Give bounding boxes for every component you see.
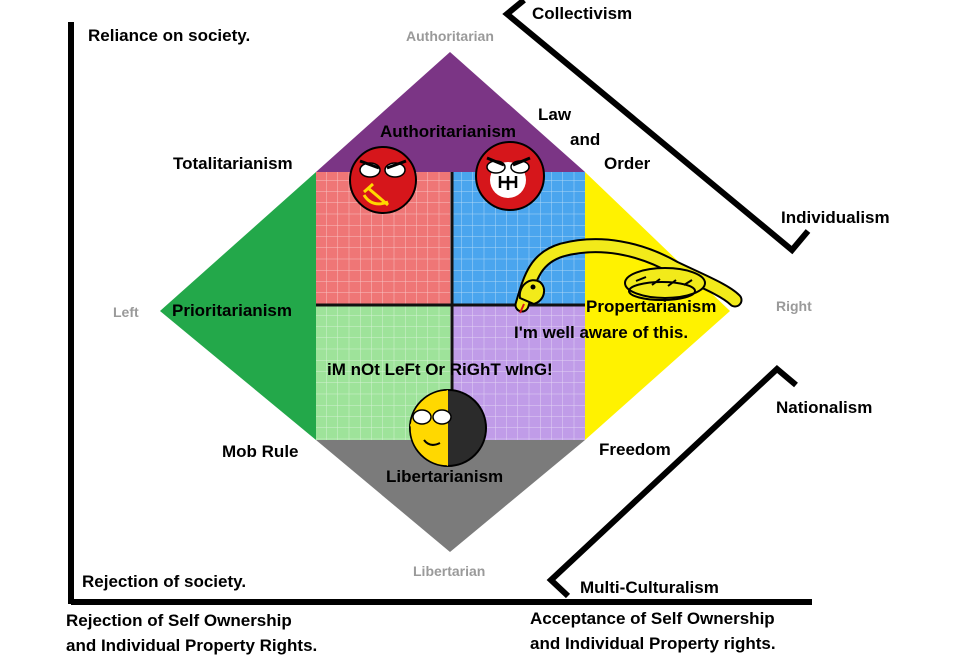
libertarian-axis-label: Libertarian	[413, 563, 486, 579]
caption-left-line-1: Rejection of Self Ownership	[66, 611, 292, 630]
left-axis-label: Left	[113, 304, 139, 320]
ancap-ball-icon	[409, 389, 487, 467]
caption-right-line-2: and Individual Property rights.	[530, 634, 776, 653]
hammer-sickle-ball-icon	[349, 146, 417, 214]
authoritarianism-region-label: Authoritarianism	[380, 122, 517, 141]
snake-quote-label: I'm well aware of this.	[514, 323, 689, 342]
nazi-ball-icon	[475, 141, 545, 211]
libertarianism-region	[316, 440, 585, 552]
authoritarian-axis-label: Authoritarian	[406, 28, 494, 44]
rejection-of-society-label: Rejection of society.	[82, 572, 247, 591]
freedom-label: Freedom	[599, 440, 671, 459]
collectivism-label: Collectivism	[532, 4, 633, 23]
propertarianism-region	[585, 172, 730, 440]
prioritarianism-region-label: Prioritarianism	[172, 301, 292, 320]
gadsden-snake-icon	[514, 238, 743, 314]
rejection-of-self-ownership-caption: Rejection of Self Ownership and Individu…	[66, 608, 317, 658]
libertarianism-region-label: Libertarianism	[386, 467, 504, 486]
multiculturalism-label: Multi-Culturalism	[580, 578, 719, 597]
order-label: Order	[604, 154, 651, 173]
right-axis-label: Right	[776, 298, 812, 314]
prioritarianism-region	[160, 172, 316, 440]
caption-right-line-1: Acceptance of Self Ownership	[530, 609, 775, 628]
nationalism-multiculturalism-arrow	[546, 364, 798, 599]
and-label: and	[570, 130, 601, 149]
collectivism-individualism-arrow	[502, 0, 811, 255]
totalitarianism-label: Totalitarianism	[173, 154, 293, 173]
law-label: Law	[538, 105, 572, 124]
propertarianism-region-label: Propertarianism	[586, 297, 717, 316]
reliance-on-society-label: Reliance on society.	[88, 26, 251, 45]
center-quote-label: iM nOt LeFt Or RiGhT wInG!	[327, 360, 553, 379]
mob-rule-label: Mob Rule	[222, 442, 299, 461]
nationalism-label: Nationalism	[776, 398, 873, 417]
caption-left-line-2: and Individual Property Rights.	[66, 636, 318, 655]
acceptance-of-self-ownership-caption: Acceptance of Self Ownership and Individ…	[530, 606, 776, 656]
individualism-label: Individualism	[781, 208, 890, 227]
